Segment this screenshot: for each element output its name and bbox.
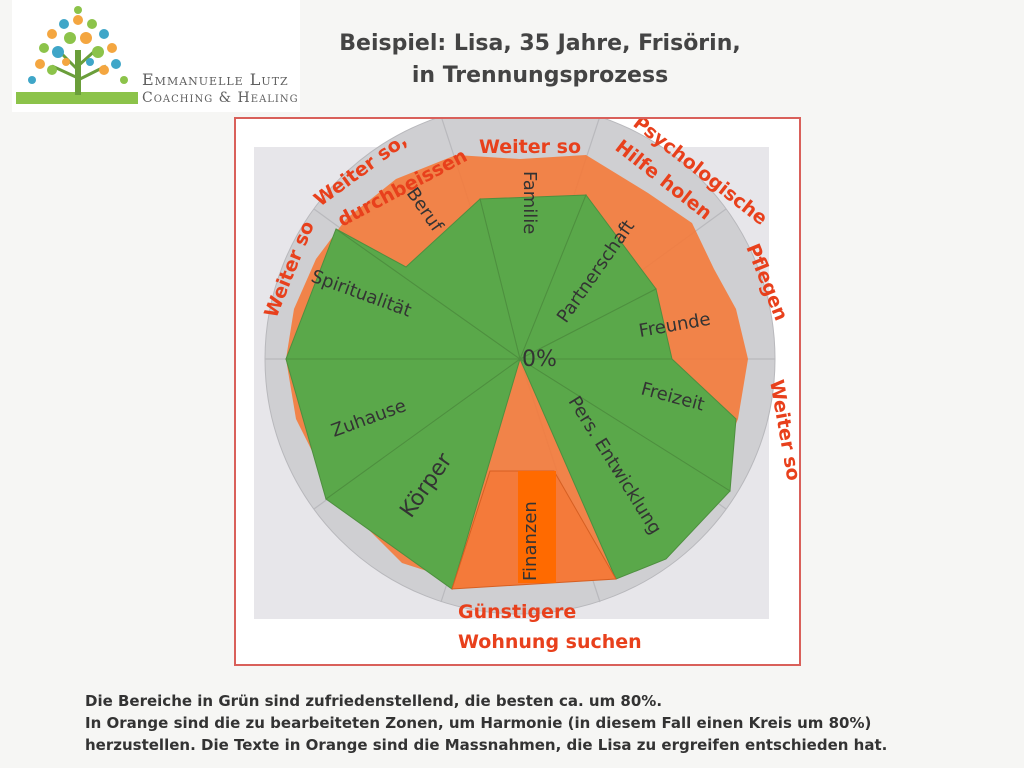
caption-line-2: In Orange sind die zu bearbeiteten Zonen… xyxy=(85,714,872,732)
caption-line-1: Die Bereiche in Grün sind zufriedenstell… xyxy=(85,692,663,710)
title-line-2: in Trennungsprozess xyxy=(411,63,669,88)
title-line-1: Beispiel: Lisa, 35 Jahre, Frisörin, xyxy=(339,31,741,56)
action-familie: Weiter so xyxy=(479,136,581,158)
logo: Emmanuelle Lutz Coaching & Healing xyxy=(12,0,300,112)
action-finanzen-1: Günstigere xyxy=(458,601,576,623)
action-finanzen-2: Wohnung suchen xyxy=(458,631,642,653)
logo-tagline: Coaching & Healing xyxy=(142,90,299,106)
finanzen-marker xyxy=(518,471,556,583)
sector-pers-entwicklung xyxy=(518,357,731,580)
wheel-of-life-diagram: Familie Partnerschaft Freunde Freizeit P… xyxy=(254,119,799,653)
caption: Die Bereiche in Grün sind zufriedenstell… xyxy=(85,690,1005,756)
page-title: Beispiel: Lisa, 35 Jahre, Frisörin, in T… xyxy=(300,28,780,92)
tree-logo-icon xyxy=(16,6,138,104)
center-label: 0% xyxy=(522,347,557,372)
caption-line-3: herzustellen. Die Texte in Orange sind d… xyxy=(85,736,888,754)
sector-beruf xyxy=(335,198,521,361)
label-finanzen: Finanzen xyxy=(520,501,541,581)
label-familie: Familie xyxy=(519,171,540,234)
action-freizeit: Weiter so xyxy=(765,378,799,482)
logo-name: Emmanuelle Lutz xyxy=(142,70,289,89)
wheel-frame: Familie Partnerschaft Freunde Freizeit P… xyxy=(234,117,801,666)
green-sectors xyxy=(285,193,737,590)
